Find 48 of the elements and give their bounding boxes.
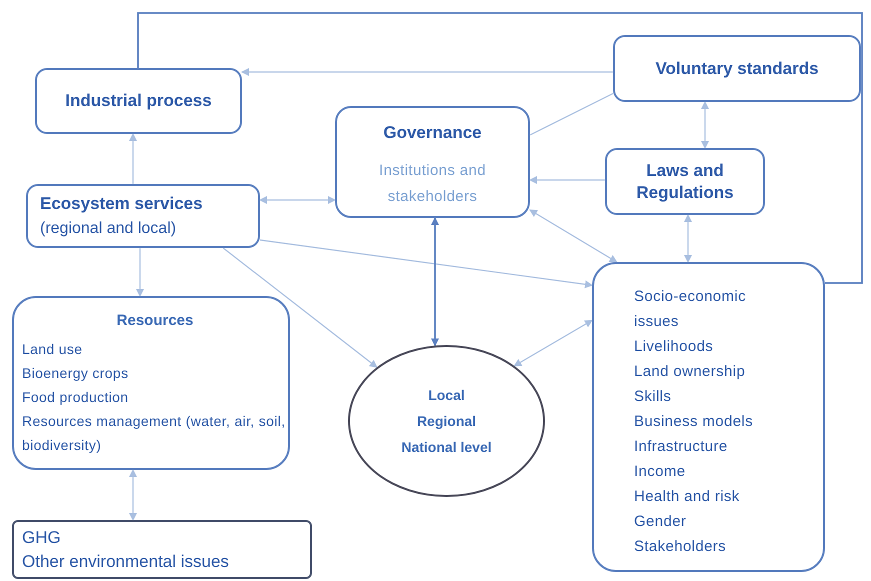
rounded-box [12,520,312,579]
arrow [241,68,613,76]
list-item: Food production [22,388,130,407]
box-title: Laws and Regulations [635,160,735,204]
list-item: Resources management (water, air, soil, biodiversity) [22,412,286,455]
list-item: Land ownership [634,362,746,382]
rounded-box [605,148,765,215]
list-item: Other environmental issues [22,550,230,572]
box-subtitle: Institutions and stakeholders [378,160,487,206]
ellipse-label: National level [401,438,492,457]
arrow [136,248,144,297]
rounded-box [12,296,290,470]
arrow [129,469,137,521]
arrow [222,248,378,368]
ellipse-label: Local [428,386,465,405]
rounded-box [613,35,861,102]
rounded-box [35,68,242,134]
arrow [431,217,439,347]
arrow [684,214,692,263]
box-title: Socio-economic issues [634,287,747,332]
box-title: Ecosystem services [40,193,204,216]
list-item: Bioenergy crops [22,364,130,383]
arrow [513,320,593,366]
list-item: Gender [634,512,688,532]
arrow [259,196,336,204]
arrow [701,101,709,149]
box-subtitle: (regional and local) [40,218,178,239]
rounded-box [26,184,260,248]
list-item: Livelihoods [634,337,714,357]
rounded-box [592,262,825,572]
list-item: Stakeholders [634,537,728,557]
list-item: Business models [634,412,754,432]
arrow [529,209,618,263]
list-item: Infrastructure [634,437,729,457]
rounded-box [335,106,530,218]
arrow [129,133,137,184]
list-item: GHG [22,526,62,548]
list-item: Land use [22,340,84,358]
list-item: Income [634,462,686,482]
arrow [529,176,605,184]
box-title: Governance [383,122,482,144]
list-item: Health and risk [634,487,741,507]
ellipse-label: Regional [416,412,476,431]
box-title: Voluntary standards [655,58,819,80]
box-title: Resources [116,311,194,331]
arrow [260,239,593,288]
box-title: Industrial process [65,90,212,112]
list-item: Skills [634,387,672,407]
